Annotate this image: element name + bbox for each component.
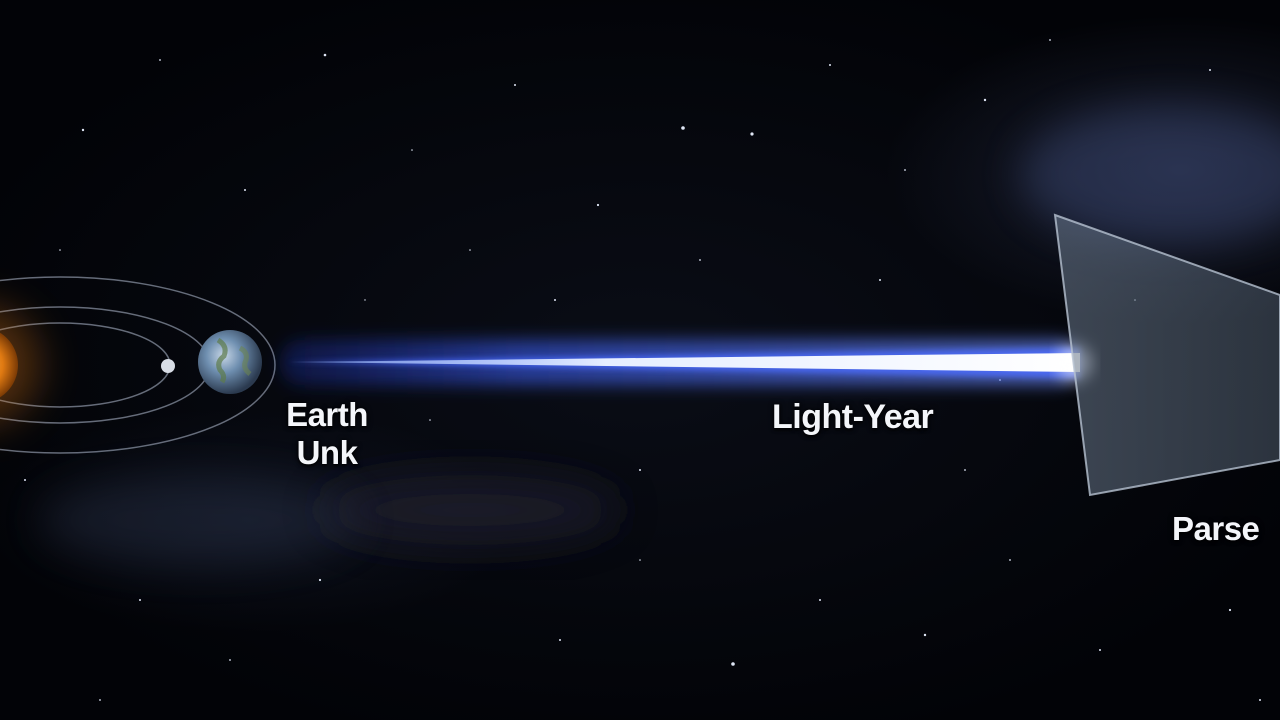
inner-planet <box>161 359 175 373</box>
light-beam <box>280 340 1093 385</box>
sun <box>0 308 40 422</box>
parsec-label: Parse <box>1172 510 1260 547</box>
light-year-label: Light-Year <box>772 398 934 436</box>
earth-unit-label-line1: Earth <box>286 396 368 433</box>
nebula-haze <box>40 105 1280 565</box>
parallax-cone <box>1053 213 1280 497</box>
earth <box>198 330 262 394</box>
earth-unit-label: Earth Unk <box>272 396 382 472</box>
star-field <box>24 39 1261 701</box>
earth-unit-label-line2: Unk <box>296 434 358 471</box>
